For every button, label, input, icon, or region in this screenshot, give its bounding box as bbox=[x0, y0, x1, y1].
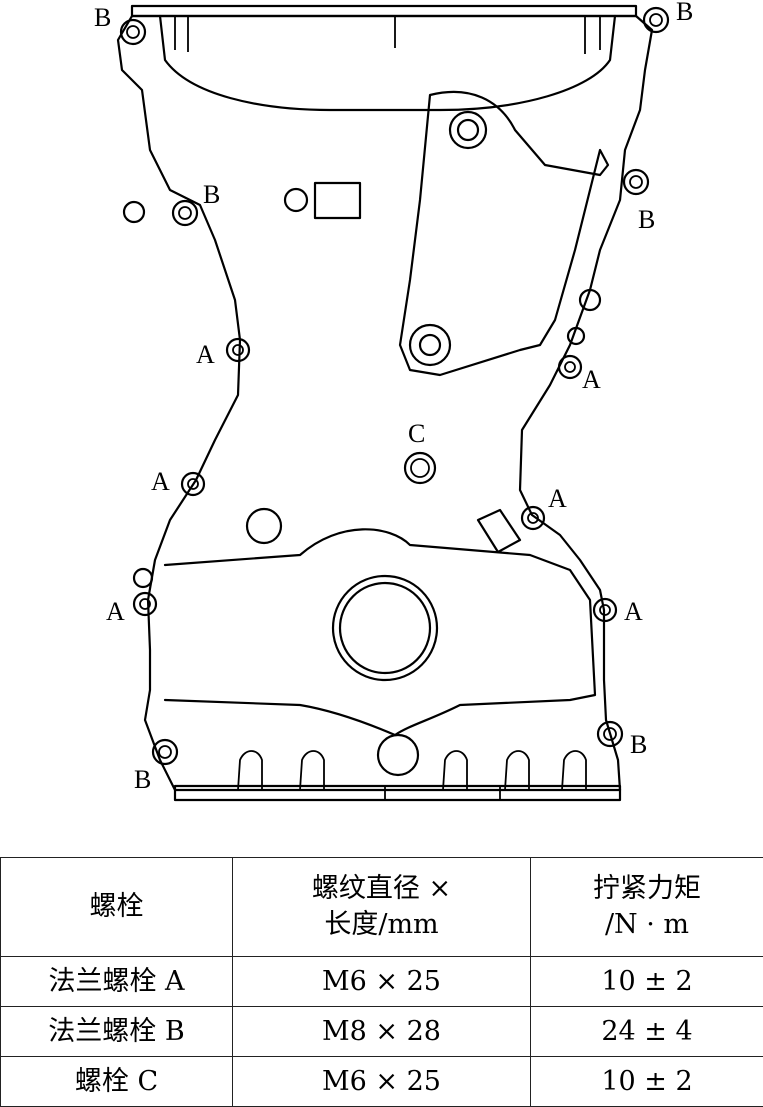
bolt-torque-table: 螺栓 螺纹直径 × 长度/mm 拧紧力矩 /N · m 法兰螺栓 A M6 × … bbox=[0, 857, 763, 1107]
sensor bbox=[476, 508, 522, 554]
bolt-bosses bbox=[119, 6, 670, 766]
table-row: 法兰螺栓 A M6 × 25 10 ± 2 bbox=[0, 956, 763, 1007]
table-row: 法兰螺栓 B M8 × 28 24 ± 4 bbox=[0, 1006, 763, 1057]
callout-a: A bbox=[151, 467, 170, 496]
table-header-row: 螺栓 螺纹直径 × 长度/mm 拧紧力矩 /N · m bbox=[0, 857, 763, 957]
lower-housing bbox=[163, 528, 597, 737]
header-torque-line1: 拧紧力矩 bbox=[593, 873, 701, 904]
crank-seal-outer bbox=[331, 574, 439, 682]
cell-size: M8 × 28 bbox=[232, 1006, 531, 1057]
callout-c: C bbox=[408, 419, 425, 448]
cell-size: M6 × 25 bbox=[232, 1056, 531, 1107]
header-size-line1: 螺纹直径 × bbox=[311, 873, 452, 904]
header-torque-line2: /N · m bbox=[604, 909, 690, 940]
callout-a: A bbox=[106, 597, 125, 626]
callout-b: B bbox=[94, 3, 111, 32]
cell-size: M6 × 25 bbox=[232, 956, 531, 1007]
table-row: 螺栓 C M6 × 25 10 ± 2 bbox=[0, 1056, 763, 1107]
cell-torque: 10 ± 2 bbox=[530, 956, 763, 1007]
cell-torque: 10 ± 2 bbox=[530, 1056, 763, 1107]
callout-b: B bbox=[638, 205, 655, 234]
callout-a: A bbox=[548, 484, 567, 513]
center-plate bbox=[398, 90, 610, 377]
callout-b: B bbox=[134, 765, 151, 794]
header-bolt: 螺栓 bbox=[0, 857, 233, 957]
callout-b: B bbox=[630, 730, 647, 759]
timing-cover-diagram: B B B B B B A A A A A A C bbox=[94, 0, 693, 802]
callout-a: A bbox=[624, 597, 643, 626]
cell-bolt: 法兰螺栓 B bbox=[0, 1006, 233, 1057]
header-size-line2: 长度/mm bbox=[324, 909, 439, 940]
callout-b: B bbox=[676, 0, 693, 26]
cell-bolt: 螺栓 C bbox=[0, 1056, 233, 1107]
cell-bolt: 法兰螺栓 A bbox=[0, 956, 233, 1007]
callout-b: B bbox=[203, 180, 220, 209]
header-torque: 拧紧力矩 /N · m bbox=[530, 857, 763, 957]
top-flange bbox=[130, 4, 638, 18]
upper-recess bbox=[158, 14, 617, 112]
header-size: 螺纹直径 × 长度/mm bbox=[232, 857, 531, 957]
bottom-base bbox=[173, 784, 622, 802]
callout-a: A bbox=[196, 340, 215, 369]
cell-torque: 24 ± 4 bbox=[530, 1006, 763, 1057]
crank-seal-inner bbox=[338, 581, 432, 675]
callout-a: A bbox=[582, 365, 601, 394]
